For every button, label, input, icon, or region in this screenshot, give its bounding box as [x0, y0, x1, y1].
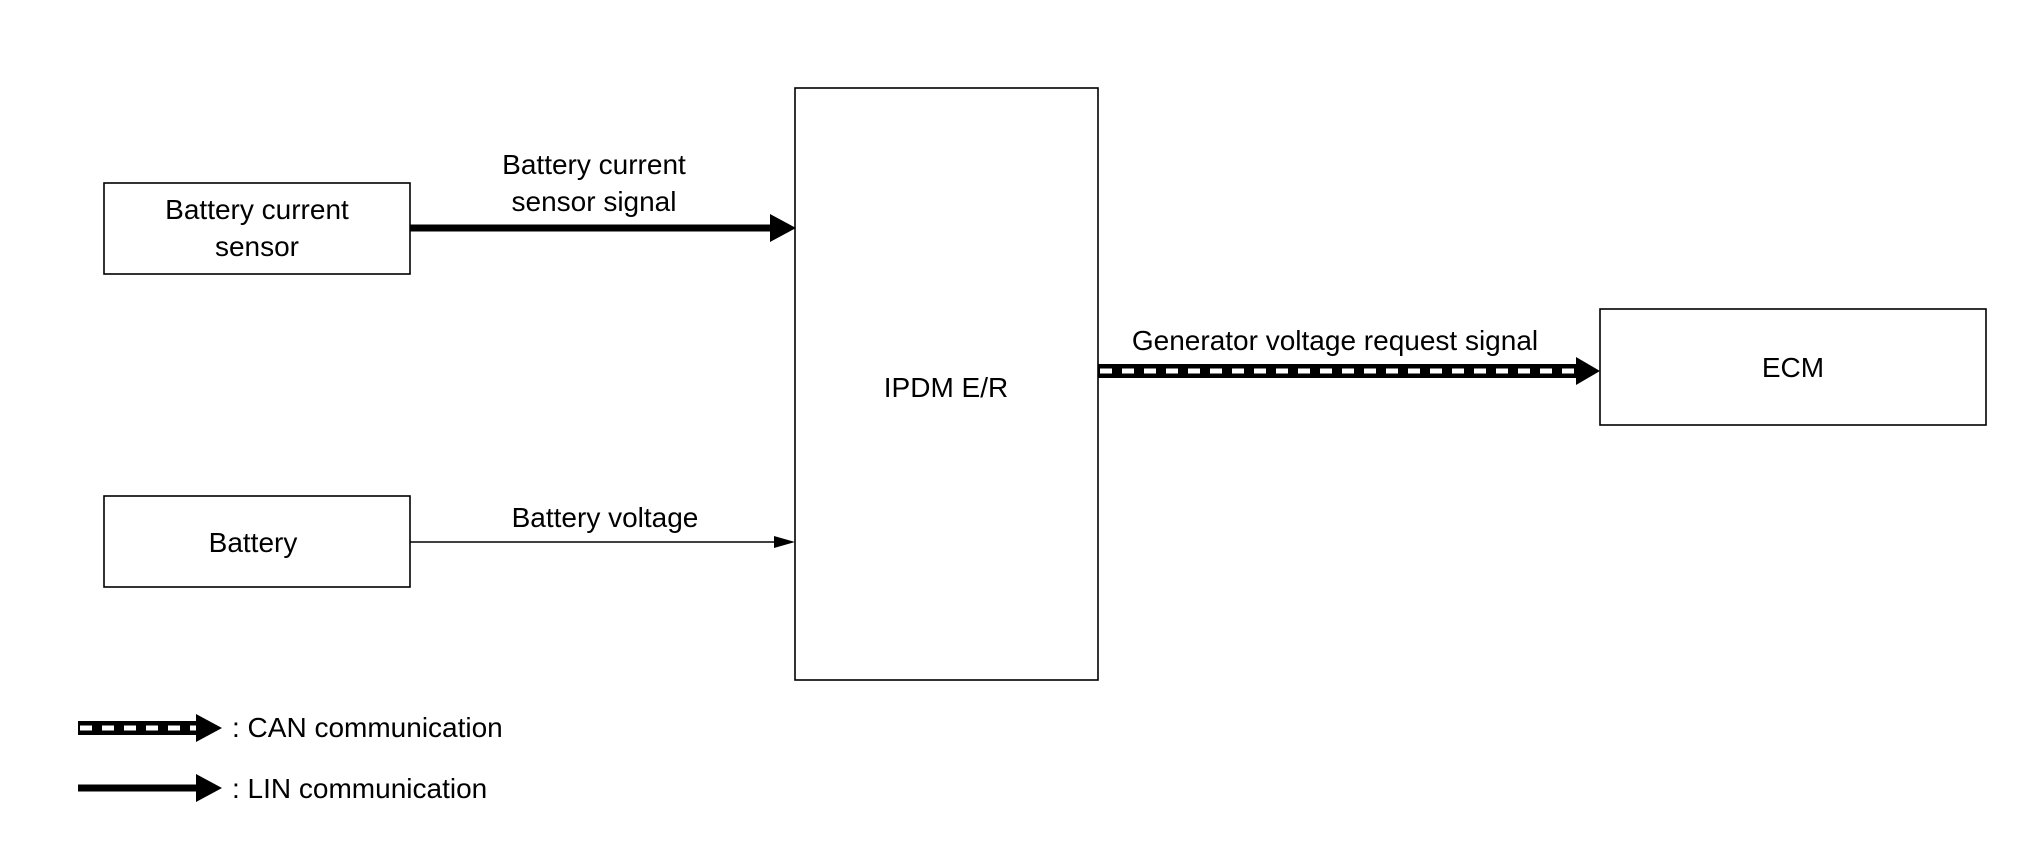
ipdm-er-label: IPDM E/R	[884, 372, 1008, 403]
can-signal-arrow	[1098, 357, 1600, 385]
ipdm-er-block: IPDM E/R	[794, 87, 1099, 681]
lin-signal-arrow	[410, 214, 796, 242]
battery-current-sensor-label-line1: Battery current	[165, 194, 349, 225]
battery-label: Battery	[209, 527, 298, 558]
battery-current-sensor-block: Battery current sensor	[103, 182, 411, 275]
battery-current-sensor-signal-label-line1: Battery current	[502, 149, 686, 180]
ecm-block: ECM	[1599, 308, 1987, 426]
legend-can-symbol	[78, 714, 222, 742]
ecm-label: ECM	[1762, 352, 1824, 383]
battery-voltage-arrow	[410, 536, 795, 548]
legend-lin-symbol	[78, 774, 222, 802]
battery-voltage-label: Battery voltage	[512, 502, 699, 533]
legend-lin-label: : LIN communication	[232, 773, 487, 804]
legend: : CAN communication : LIN communication	[78, 712, 503, 804]
generator-voltage-request-signal-label: Generator voltage request signal	[1132, 325, 1538, 356]
legend-can-label: : CAN communication	[232, 712, 503, 743]
battery-current-sensor-signal-label-line2: sensor signal	[512, 186, 677, 217]
battery-current-sensor-label-line2: sensor	[215, 231, 299, 262]
battery-block: Battery	[103, 495, 411, 588]
